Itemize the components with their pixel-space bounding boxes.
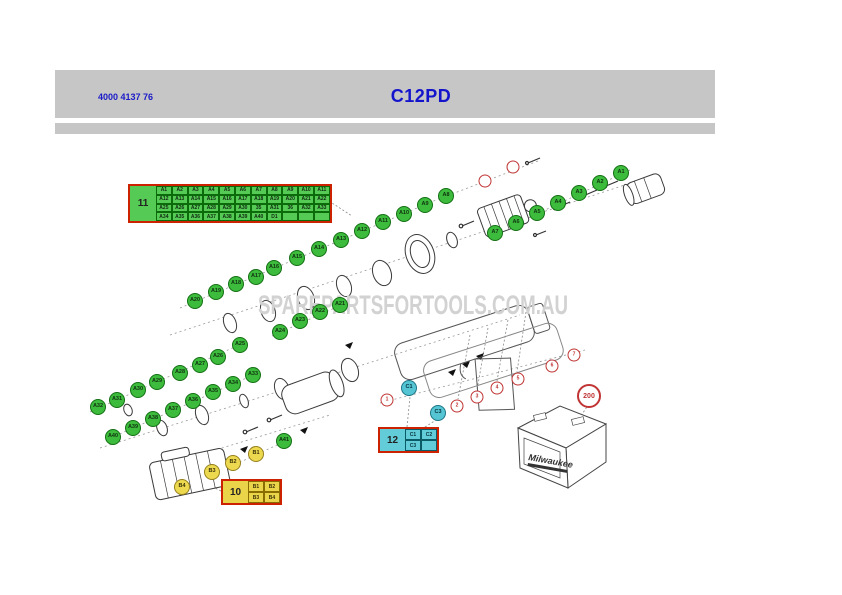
header-bar xyxy=(55,70,715,118)
carry-case-part: Milwaukee xyxy=(516,405,608,489)
header-strip xyxy=(55,123,715,134)
arrow-marks xyxy=(240,342,484,453)
document-number: 4000 4137 76 xyxy=(98,92,154,102)
battery-part xyxy=(149,446,231,501)
motor-part xyxy=(477,194,537,238)
chuck-part xyxy=(622,173,666,206)
gearbox-housing-part xyxy=(281,369,345,415)
page-title: C12PD xyxy=(390,86,452,106)
gear-and-ring-parts xyxy=(123,231,458,437)
parts-illustration: Milwaukee SPAREPARTSFORTOOLS.COM.AU xyxy=(89,157,666,501)
watermark-text: SPAREPARTSFORTOOLS.COM.AU xyxy=(258,290,568,320)
